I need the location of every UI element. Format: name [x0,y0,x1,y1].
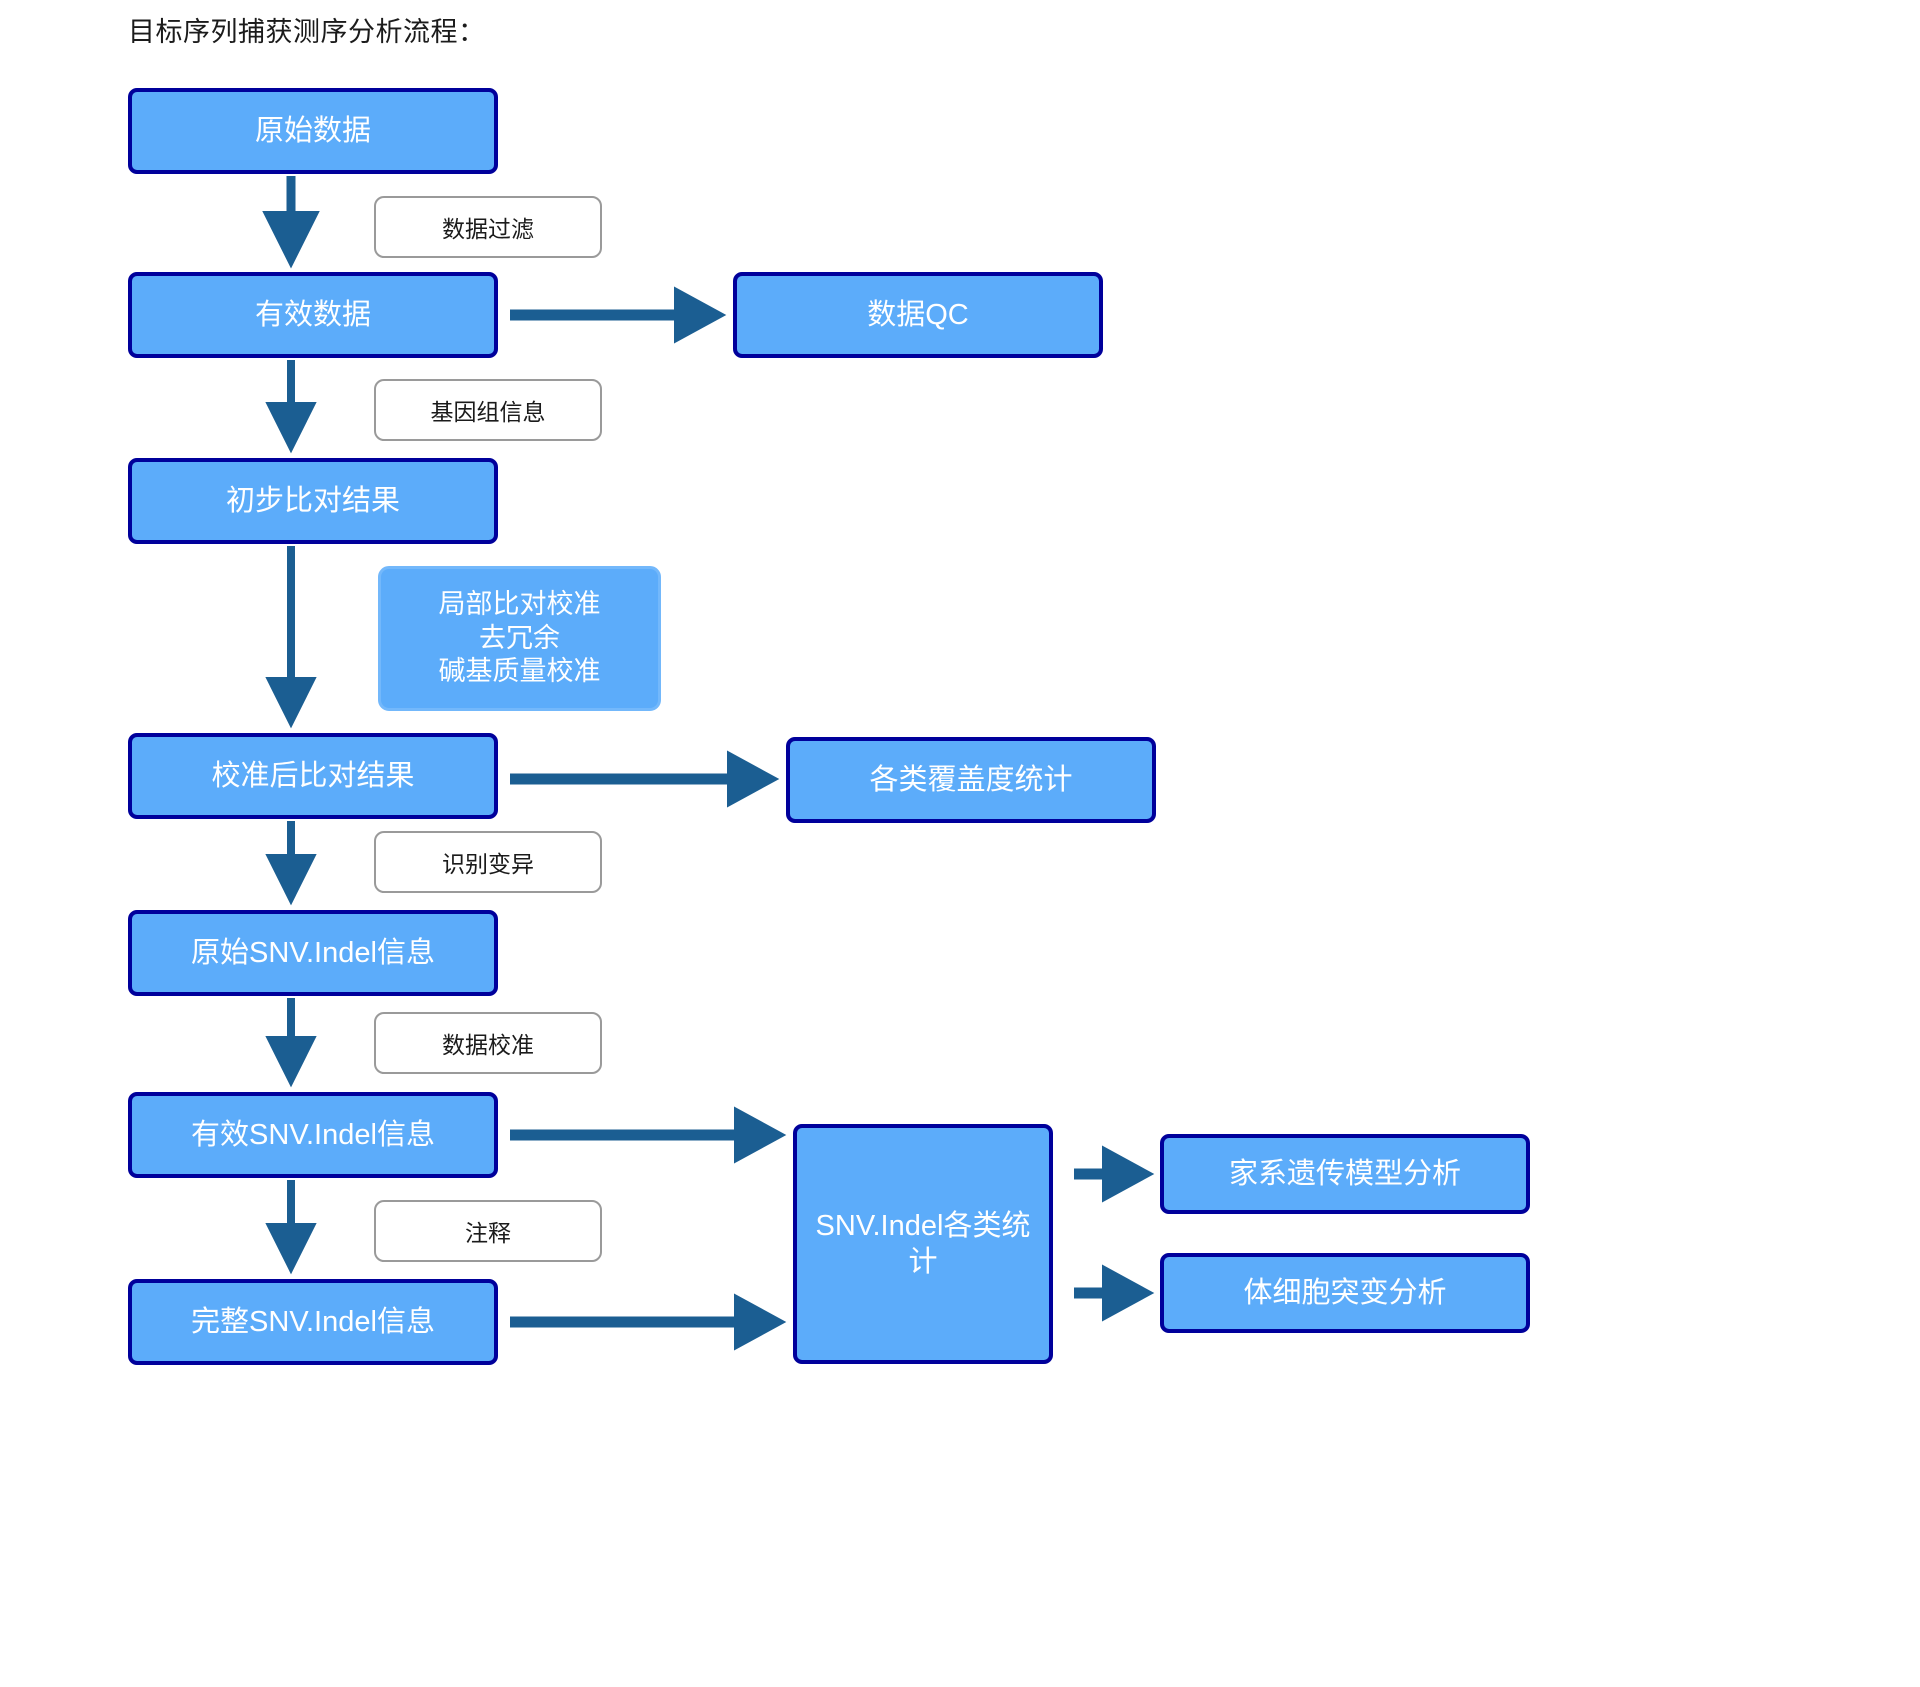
page-title: 目标序列捕获测序分析流程： [128,17,486,47]
node-raw-data[interactable]: 原始数据 [128,88,498,174]
annotation-genome-info[interactable]: 基因组信息 [374,379,602,441]
annotation-data-filter[interactable]: 数据过滤 [374,196,602,258]
node-realign-steps[interactable]: 局部比对校准 去冗余 碱基质量校准 [378,566,661,711]
node-full-snv-indel[interactable]: 完整SNV.Indel信息 [128,1279,498,1365]
node-pedigree-analysis[interactable]: 家系遗传模型分析 [1160,1134,1530,1214]
node-snv-indel-stats[interactable]: SNV.Indel各类统计 [793,1124,1053,1364]
annotation-data-calibration[interactable]: 数据校准 [374,1012,602,1074]
node-valid-data[interactable]: 有效数据 [128,272,498,358]
node-raw-snv-indel[interactable]: 原始SNV.Indel信息 [128,910,498,996]
node-somatic-analysis[interactable]: 体细胞突变分析 [1160,1253,1530,1333]
annotation-variant-call[interactable]: 识别变异 [374,831,602,893]
node-calibrated-alignment[interactable]: 校准后比对结果 [128,733,498,819]
annotation-annotate[interactable]: 注释 [374,1200,602,1262]
node-valid-snv-indel[interactable]: 有效SNV.Indel信息 [128,1092,498,1178]
node-initial-alignment[interactable]: 初步比对结果 [128,458,498,544]
node-coverage-stats[interactable]: 各类覆盖度统计 [786,737,1156,823]
node-data-qc[interactable]: 数据QC [733,272,1103,358]
